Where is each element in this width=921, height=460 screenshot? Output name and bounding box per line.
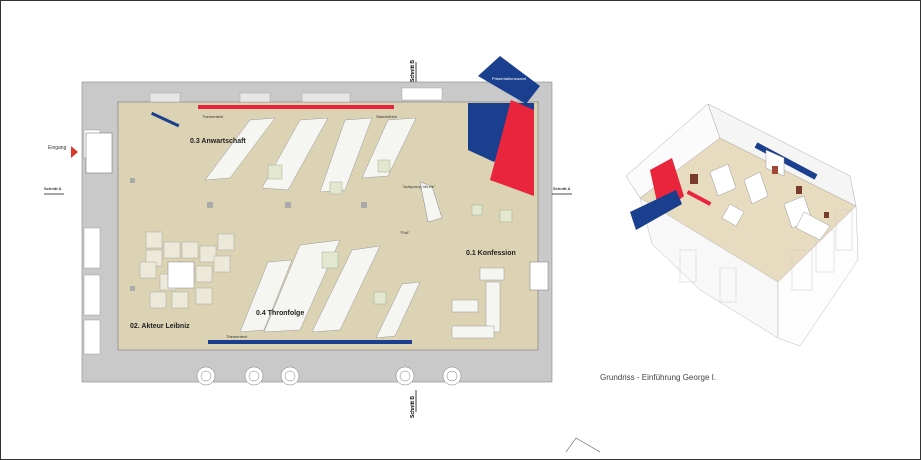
- zone-konfession: 0.1 Konfession: [466, 250, 516, 257]
- zone-akteur-leibniz: 02. Akteur Leibniz: [130, 323, 190, 330]
- entrance-door: [85, 132, 113, 174]
- thementext-top-label: Thementext: [202, 114, 224, 119]
- right-door: [529, 261, 549, 291]
- axo-artworks: [690, 166, 829, 218]
- showcase-tiles: [267, 159, 513, 305]
- axo-front-wall: [639, 197, 779, 339]
- plan-caption: Grundriss - Einführung George I.: [600, 373, 717, 382]
- konfession-showcases: [451, 267, 505, 339]
- corner-mark: [565, 437, 601, 453]
- small-blue-panel: [150, 111, 180, 128]
- axo-windows: [679, 209, 853, 303]
- thementext-top-bar: [198, 105, 394, 109]
- thementext-bottom-bar: [208, 340, 412, 344]
- axo-right-wall: [777, 205, 859, 347]
- display-tables-bottom: [239, 239, 421, 339]
- thementext-bottom-label: Thementext: [226, 334, 248, 339]
- zone-anwartschaft: 0.3 Anwartschaft: [190, 138, 246, 145]
- blue-sign-top: [478, 56, 540, 104]
- entrance-arrow: [71, 146, 78, 158]
- entrance-label: Eingang: [48, 145, 67, 151]
- axo-blue-panel: [630, 190, 682, 230]
- section-a-right-label: Schnitt A: [553, 186, 571, 191]
- axo-red-band: [686, 190, 712, 206]
- axo-exhibits: [709, 149, 831, 241]
- zone-thronfolge: 0.4 Thronfolge: [256, 310, 305, 317]
- pult-label: "Pult": [400, 230, 410, 235]
- section-markers: [44, 62, 572, 412]
- stand-vitrine-label: Standvitrine: [376, 114, 398, 119]
- room-pillars: [130, 178, 367, 291]
- bottom-columns: [196, 366, 462, 386]
- corner-red-wall: [490, 100, 534, 196]
- vitrine-mid-label: "Aufsprung Vitrine": [402, 184, 436, 189]
- presentation-wall-label: Präsentationswand: [492, 76, 527, 81]
- section-a-left-label: Schnitt A: [44, 186, 62, 191]
- pult: [419, 181, 443, 223]
